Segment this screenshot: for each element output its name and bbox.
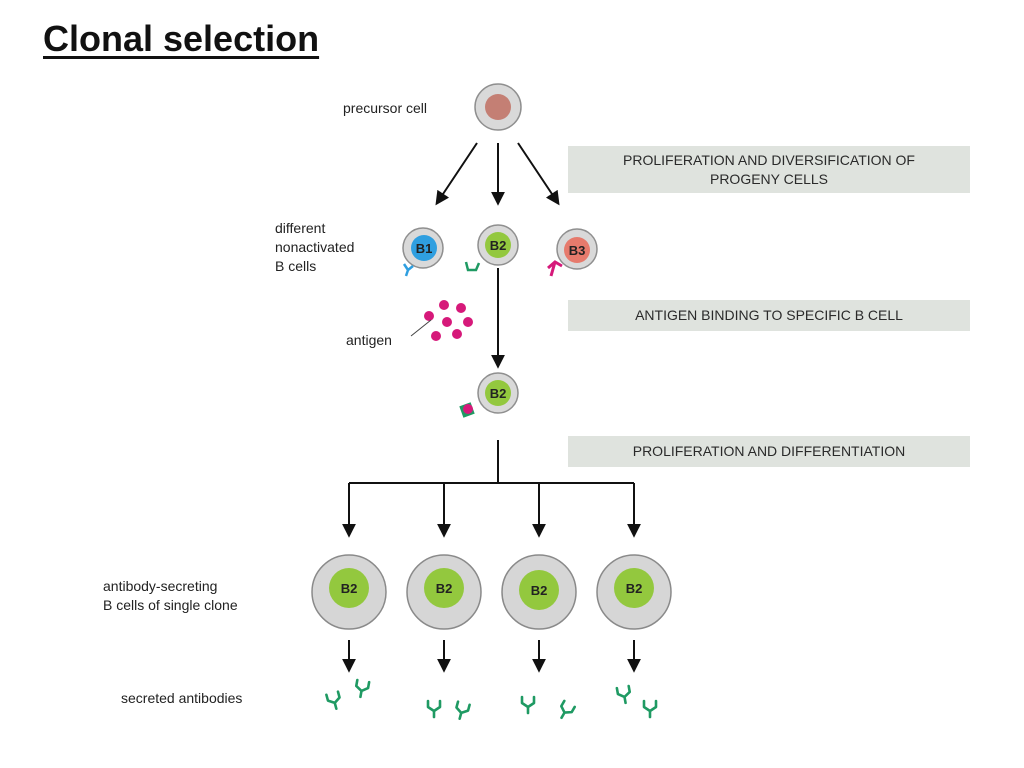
b3-cell: B3	[547, 228, 598, 277]
plasma-cell-2-label: B2	[436, 581, 453, 596]
step-band-differentiation-text: PROLIFERATION AND DIFFERENTIATION	[632, 443, 906, 459]
activated-b2-cell: B2	[459, 372, 519, 418]
secreting-cells-label: antibody-secreting B cells of single clo…	[103, 577, 238, 615]
antibody-icon	[520, 695, 536, 715]
secreting-label-line1: antibody-secreting	[103, 578, 218, 594]
step-band-differentiation: PROLIFERATION AND DIFFERENTIATION	[568, 436, 970, 467]
plasma-cell-3-label: B2	[531, 583, 548, 598]
precursor-cell-label: precursor cell	[343, 100, 428, 116]
b2-receptor-icon	[464, 261, 481, 272]
secreting-label-line2: B cells of single clone	[103, 597, 238, 613]
antigen-cluster	[424, 300, 473, 341]
step-band-diversification: PROLIFERATION AND DIVERSIFICATION OF PRO…	[568, 146, 970, 193]
antigen-label: antigen	[346, 332, 392, 348]
plasma-cell-4-label: B2	[626, 581, 643, 596]
step-band-antigen-binding: ANTIGEN BINDING TO SPECIFIC B CELL	[568, 300, 970, 331]
b3-cell-label: B3	[569, 243, 586, 258]
plasma-cell-3: B2	[501, 554, 577, 630]
antibodies-group-4	[615, 684, 658, 719]
antibodies-group-1	[325, 678, 371, 712]
diversification-arrows	[435, 142, 560, 206]
antigen-pointer-line	[410, 319, 432, 337]
antibodies-group-2	[426, 699, 471, 722]
antibody-icon	[353, 678, 371, 700]
antibody-icon	[642, 699, 658, 719]
activated-b2-label: B2	[490, 386, 507, 401]
step-band-diversification-line2: PROGENY CELLS	[709, 170, 828, 187]
plasma-cell-1: B2	[311, 554, 387, 630]
nonactivated-label-line2: nonactivated	[275, 239, 355, 255]
page-title: Clonal selection	[43, 18, 320, 59]
plasma-cell-4: B2	[596, 554, 672, 630]
b2-cell: B2	[464, 224, 519, 272]
bound-antigen-icon	[463, 404, 473, 414]
nonactivated-b-cells-label: different nonactivated B cells	[275, 219, 354, 276]
secreted-antibodies-label: secreted antibodies	[121, 690, 243, 706]
b1-receptor-icon	[402, 263, 414, 277]
b2-cell-label: B2	[490, 238, 507, 253]
step-band-diversification-line1: PROLIFERATION AND DIVERSIFICATION OF	[623, 151, 915, 168]
antibody-icon	[615, 684, 633, 706]
differentiation-tree	[342, 440, 641, 538]
b1-cell: B1	[402, 227, 444, 277]
precursor-cell	[474, 83, 522, 131]
step-band-antigen-binding-text: ANTIGEN BINDING TO SPECIFIC B CELL	[635, 307, 903, 323]
antibody-icon	[452, 700, 471, 722]
b1-cell-label: B1	[416, 241, 433, 256]
antibody-icon	[325, 690, 344, 712]
b3-receptor-icon	[547, 260, 563, 277]
antibodies-group-3	[520, 695, 576, 723]
secretion-arrows	[342, 640, 641, 673]
antibody-icon	[426, 699, 442, 719]
nonactivated-label-line1: different	[275, 220, 326, 236]
antibody-icon	[555, 699, 576, 723]
plasma-cell-1-label: B2	[341, 581, 358, 596]
plasma-cell-2: B2	[406, 554, 482, 630]
nonactivated-label-line3: B cells	[275, 258, 317, 274]
